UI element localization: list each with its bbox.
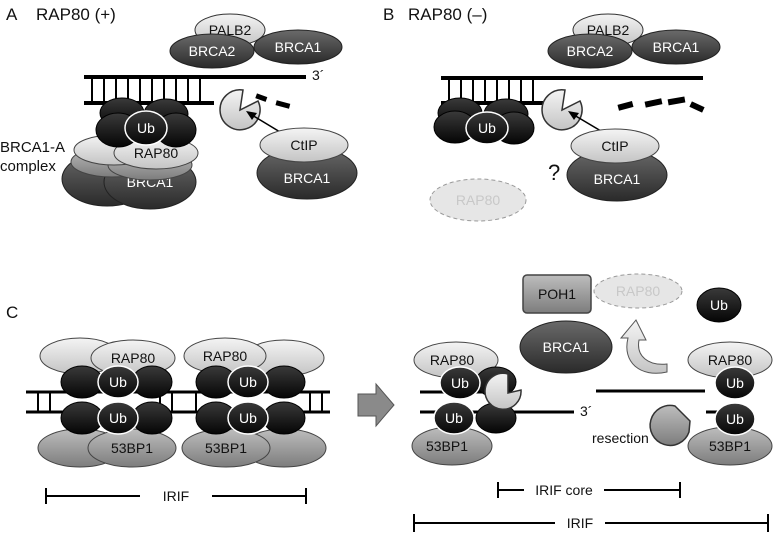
panel-c: C RAP80 53BP1 Ub Ub (6, 273, 773, 532)
ctip-b (570, 128, 660, 164)
curved-arrow (619, 319, 668, 374)
panel-b: B RAP80 (–) PALB2 BRCA2 BRCA1 (383, 5, 721, 222)
irif-bracket-left: IRIF (45, 488, 307, 504)
brca1-c-label: BRCA1 (543, 339, 590, 355)
brca1-ctip-b-label: BRCA1 (594, 171, 641, 187)
ub-a-label: Ub (137, 120, 155, 136)
ctip-a-label: CtIP (290, 137, 317, 153)
bp1-c4: 53BP1 (709, 438, 751, 454)
brca2-a (169, 33, 255, 69)
ub-b (465, 111, 509, 145)
ub-c3-bottom: Ub (445, 410, 463, 426)
three-prime-a: 3´ (312, 67, 324, 83)
brca1-c (519, 320, 613, 374)
irif-bracket-right: IRIF (413, 514, 769, 532)
ub-b-label: Ub (478, 120, 496, 136)
ub-free (696, 287, 742, 323)
ub-cluster-b: Ub (433, 97, 535, 145)
ub-c4-bottom: Ub (726, 411, 744, 427)
ub-c3-top: Ub (451, 375, 469, 391)
rap80-c4: RAP80 (708, 352, 753, 368)
panel-a: A RAP80 (+) PALB2 BRCA2 BRCA1 3´ (0, 5, 358, 210)
ub-c1-top: Ub (109, 374, 127, 390)
rap80-a-label: RAP80 (134, 145, 179, 161)
ub-c4-top: Ub (726, 375, 744, 391)
panel-a-letter: A (6, 5, 18, 24)
ub-c2-bottom: Ub (239, 410, 257, 426)
poh1-label: POH1 (538, 286, 576, 302)
rap80-ghost-c-label: RAP80 (616, 283, 661, 299)
panel-b-letter: B (383, 5, 394, 24)
ctip-a (259, 127, 349, 163)
rap80-ghost-c (593, 273, 683, 309)
irif-unit-left-2: RAP80 53BP1 Ub Ub (180, 337, 330, 468)
bp1-c2: 53BP1 (205, 440, 247, 456)
brca1-ctip-a-label: BRCA1 (284, 170, 331, 186)
nuclease-b (541, 89, 583, 131)
irif-unit-left-1: RAP80 53BP1 Ub Ub (26, 337, 180, 468)
transition-arrow (357, 382, 395, 428)
rap80-ghost-b (429, 178, 527, 222)
bp1-c3: 53BP1 (426, 438, 468, 454)
irif-label-right: IRIF (567, 515, 593, 531)
nuclease-c-right (649, 404, 691, 447)
brca1-top-b (631, 29, 721, 65)
question-mark: ? (548, 160, 560, 185)
irif-core-bracket: IRIF core (497, 482, 681, 498)
three-prime-c: 3´ (580, 403, 592, 419)
complex-label-line2: complex (0, 158, 56, 175)
brca1-top-a (253, 29, 343, 65)
rap80-c3: RAP80 (430, 352, 475, 368)
panel-a-title: RAP80 (+) (36, 5, 116, 24)
nuclease-a (219, 89, 261, 131)
ub-c1-bottom: Ub (109, 410, 127, 426)
ub-c2-top: Ub (239, 374, 257, 390)
irif-unit-right-right: RAP80 53BP1 Ub Ub (596, 341, 773, 466)
irif-unit-right-left: RAP80 53BP1 Ub Ub (411, 341, 574, 466)
irif-label-left: IRIF (163, 488, 189, 504)
panel-c-letter: C (6, 303, 18, 322)
fragments-b (617, 96, 705, 113)
poh1-box (522, 274, 592, 314)
bp1-c1: 53BP1 (111, 440, 153, 456)
nuclease-c-left (484, 372, 522, 410)
complex-label-line1: BRCA1-A (0, 139, 65, 156)
brca2-b (547, 33, 633, 69)
brca2-a-label: BRCA2 (189, 43, 236, 59)
dna-b (441, 76, 703, 105)
rap80-c1: RAP80 (111, 350, 156, 366)
brca1-top-b-label: BRCA1 (653, 39, 700, 55)
fragments-a (255, 93, 291, 109)
ub-free-label: Ub (710, 297, 728, 313)
panel-b-title: RAP80 (–) (408, 5, 487, 24)
brca1-top-a-label: BRCA1 (275, 39, 322, 55)
irif-core-label: IRIF core (535, 482, 593, 498)
resection-label: resection (592, 430, 649, 446)
ub-a (124, 110, 168, 146)
rap80-ghost-b-label: RAP80 (456, 192, 501, 208)
ctip-b-label: CtIP (601, 138, 628, 154)
brca2-b-label: BRCA2 (567, 43, 614, 59)
rap80-c2: RAP80 (203, 348, 248, 364)
brca1-a-complex: BRCA1 RAP80 Ub (61, 97, 199, 210)
